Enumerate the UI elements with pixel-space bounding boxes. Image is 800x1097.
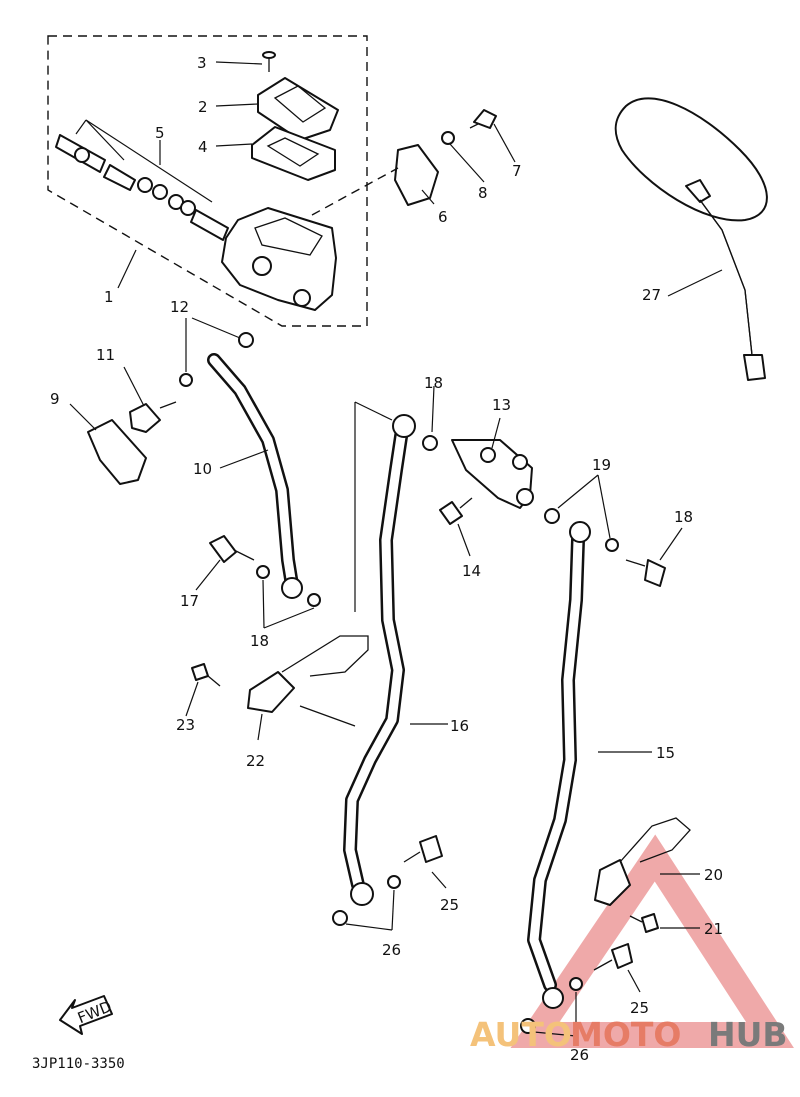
bolt-part-22 (629, 913, 659, 933)
callout-18-lower: 18 (250, 632, 269, 650)
washer-part-18-left (256, 565, 270, 579)
callout-21: 20 (704, 866, 723, 884)
washer-part-20-right (605, 538, 619, 552)
watermark-hub: HUB (708, 1015, 788, 1054)
callout-25-left: 25 (440, 896, 459, 914)
callout-26-right: 26 (570, 1046, 589, 1064)
boot-part-9 (87, 419, 147, 485)
brake-hose-part-15 (527, 521, 591, 1009)
callout-8: 8 (478, 184, 488, 202)
callout-25-right: 25 (630, 999, 649, 1017)
callout-16: 16 (450, 717, 469, 735)
callout-4: 4 (198, 138, 208, 156)
hose-holder-part-23 (247, 635, 369, 713)
callout-26-left: 26 (382, 941, 401, 959)
brake-joint-part-13 (451, 439, 534, 509)
washer-part-26-left-a (387, 875, 401, 889)
callout-10: 10 (193, 460, 212, 478)
callout-14: 14 (462, 562, 481, 580)
master-cylinder-part-1 (221, 207, 337, 311)
fwd-label: FWD (75, 997, 114, 1027)
mirror-part-27 (614, 97, 768, 381)
forward-arrow-icon: FWD (59, 995, 114, 1035)
callout-11: 11 (96, 346, 115, 364)
callout-24: 23 (176, 716, 195, 734)
callout-6: 6 (438, 208, 448, 226)
union-bolt-part-25-left (403, 835, 443, 863)
callout-7: 7 (512, 162, 522, 180)
diaphragm-part-4 (251, 126, 336, 181)
washer-part-18-top (422, 435, 438, 451)
callout-1: 1 (104, 288, 114, 306)
callout-15: 15 (656, 744, 675, 762)
watermark-triangle (510, 834, 794, 1048)
union-bolt-part-19 (625, 559, 666, 587)
callout-12: 12 (170, 298, 189, 316)
leader-lines (69, 61, 723, 1037)
callout-27: 27 (642, 286, 661, 304)
callout-18-top: 18 (424, 374, 443, 392)
banjo-bolt-part-11 (129, 401, 177, 433)
washer-part-26-right-b (520, 1018, 536, 1034)
bolt-part-14 (439, 497, 473, 525)
callout-3: 3 (197, 54, 207, 72)
callout-23: 22 (246, 752, 265, 770)
washer-part-26-left-b (332, 910, 348, 926)
callout-2: 2 (198, 98, 208, 116)
union-bolt-part-17 (209, 535, 255, 563)
reservoir-cap-part-2 (257, 77, 339, 141)
brake-hose-part-10 (207, 353, 303, 599)
callout-17: 17 (180, 592, 199, 610)
callout-19: 18 (674, 508, 693, 526)
watermark-logo: AUTO MOTO HUB (470, 1015, 788, 1054)
holder-part-6 (394, 144, 439, 206)
callout-20: 19 (592, 456, 611, 474)
hose-holder-part-21 (594, 817, 691, 906)
bolt-part-7 (469, 109, 497, 129)
washer-part-20-left (544, 508, 560, 524)
washer-part-18-right (307, 593, 321, 607)
watermark-moto: MOTO (570, 1015, 681, 1054)
watermark-auto: AUTO (470, 1015, 572, 1054)
bolt-part-24 (191, 663, 221, 687)
master-cylinder-group-outline (47, 35, 368, 327)
washer-part-8 (441, 131, 455, 145)
callout-labels: 3 2 4 5 1 6 8 7 12 11 9 10 18 13 19 18 1… (50, 54, 723, 1064)
drawing-code: 3JP110-3350 (32, 1056, 125, 1072)
callout-13: 13 (492, 396, 511, 414)
washer-part-12-upper (238, 332, 254, 348)
callout-5: 5 (155, 124, 165, 142)
callout-9: 9 (50, 390, 60, 408)
washer-part-12-lower (179, 373, 193, 387)
brake-hose-part-16 (343, 414, 416, 906)
union-bolt-part-25-right (593, 943, 633, 971)
piston-kit-part-5 (55, 134, 229, 241)
washer-part-26-right-a (569, 977, 583, 991)
screw-part-3 (262, 51, 276, 72)
callout-22: 21 (704, 920, 723, 938)
